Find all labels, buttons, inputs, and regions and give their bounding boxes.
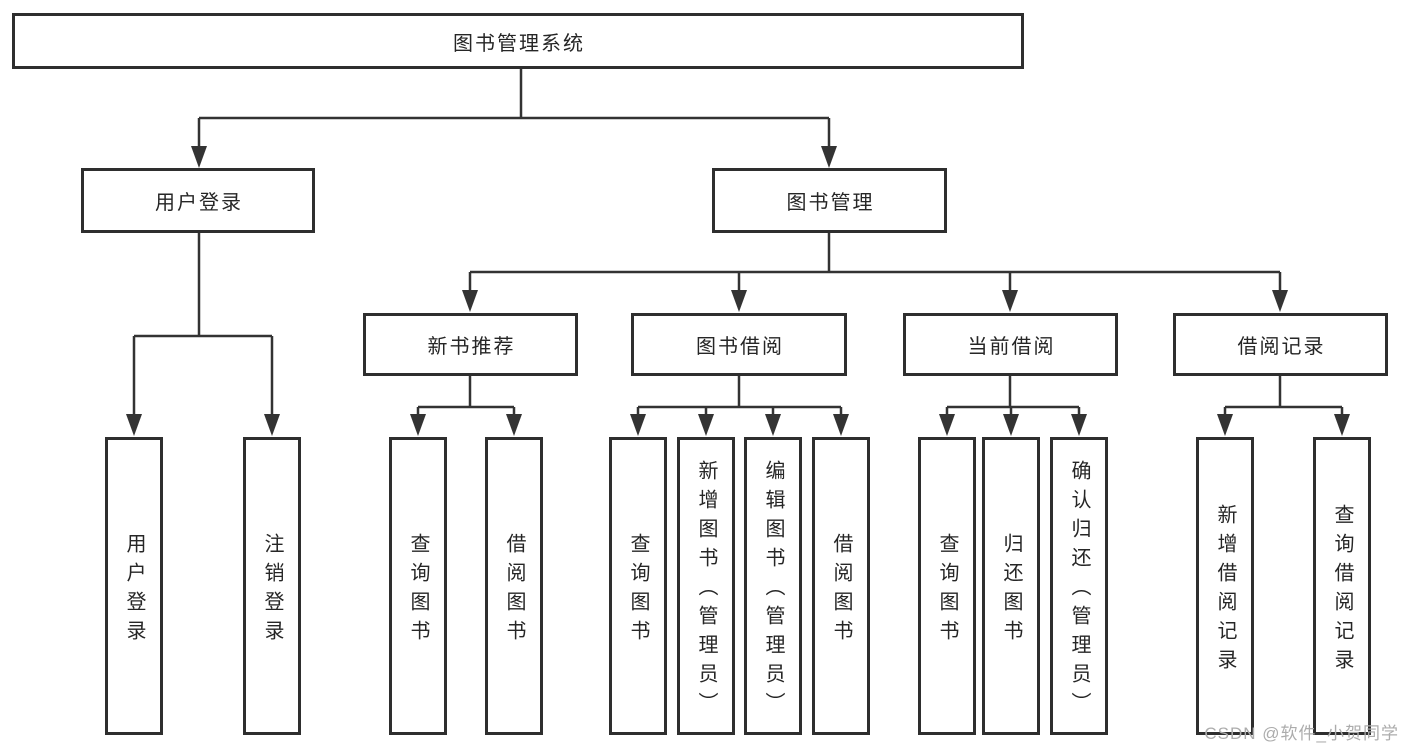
node-label: 图书管理系统 xyxy=(453,32,585,55)
leaf-edit-book-admin: 编辑图书（管理员） xyxy=(744,437,802,735)
arrowhead xyxy=(698,414,714,436)
arrowhead xyxy=(264,414,280,436)
node-library-management-system: 图书管理系统 xyxy=(12,13,1024,69)
node-label: 查询图书 xyxy=(936,532,958,649)
arrowhead xyxy=(1071,414,1087,436)
leaf-query-books-recommend: 查询图书 xyxy=(389,437,447,735)
node-new-book-recommend: 新书推荐 xyxy=(363,313,578,376)
arrowhead xyxy=(410,414,426,436)
node-label: 归还图书 xyxy=(1000,532,1022,649)
connector-new-book-children xyxy=(410,376,522,436)
node-label: 借阅记录 xyxy=(1237,336,1326,358)
arrowhead xyxy=(506,414,522,436)
node-label: 编辑图书（管理员） xyxy=(762,460,784,721)
leaf-query-books-borrow: 查询图书 xyxy=(609,437,667,735)
node-label: 新书推荐 xyxy=(427,336,516,358)
node-label: 图书管理 xyxy=(786,192,875,214)
node-book-borrow: 图书借阅 xyxy=(631,313,847,376)
arrowhead xyxy=(939,414,955,436)
leaf-logout: 注销登录 xyxy=(243,437,301,735)
node-user-login-branch: 用户登录 xyxy=(81,168,315,233)
node-book-management: 图书管理 xyxy=(712,168,947,233)
arrowhead xyxy=(1002,290,1018,312)
node-label: 新增图书（管理员） xyxy=(695,460,717,721)
leaf-add-borrow-record: 新增借阅记录 xyxy=(1196,437,1254,735)
arrowhead xyxy=(1003,414,1019,436)
node-label: 查询借阅记录 xyxy=(1331,503,1353,678)
arrowhead xyxy=(833,414,849,436)
connector-book-borrow-children xyxy=(630,376,849,436)
node-label: 新增借阅记录 xyxy=(1214,503,1236,678)
arrowhead xyxy=(821,146,837,168)
node-label: 图书借阅 xyxy=(696,336,784,358)
arrowhead xyxy=(191,146,207,168)
leaf-borrow-books: 借阅图书 xyxy=(812,437,870,735)
arrowhead xyxy=(1334,414,1350,436)
connector-borrow-records-children xyxy=(1217,376,1350,436)
arrowhead xyxy=(1217,414,1233,436)
csdn-watermark: CSDN @软件_小贺同学 xyxy=(1204,724,1399,743)
node-label: 用户登录 xyxy=(123,532,145,649)
arrowhead xyxy=(126,414,142,436)
leaf-confirm-return-admin: 确认归还（管理员） xyxy=(1050,437,1108,735)
leaf-user-login: 用户登录 xyxy=(105,437,163,735)
connector-user-login-children xyxy=(126,233,280,436)
leaf-add-book-admin: 新增图书（管理员） xyxy=(677,437,735,735)
leaf-query-borrow-record: 查询借阅记录 xyxy=(1313,437,1371,735)
arrowhead xyxy=(765,414,781,436)
leaf-borrow-books-recommend: 借阅图书 xyxy=(485,437,543,735)
node-label: 确认归还（管理员） xyxy=(1068,460,1090,721)
node-label: 查询图书 xyxy=(627,532,649,649)
node-label: 当前借阅 xyxy=(967,336,1056,358)
leaf-return-book: 归还图书 xyxy=(982,437,1040,735)
leaf-query-books-current: 查询图书 xyxy=(918,437,976,735)
arrowhead xyxy=(630,414,646,436)
node-current-borrow: 当前借阅 xyxy=(903,313,1118,376)
node-label: 借阅图书 xyxy=(830,532,852,649)
node-label: 借阅图书 xyxy=(503,532,525,649)
arrowhead xyxy=(731,290,747,312)
arrowhead xyxy=(1272,290,1288,312)
node-label: 用户登录 xyxy=(155,192,243,214)
connector-root-to-level2 xyxy=(191,67,837,168)
connector-current-borrow-children xyxy=(939,376,1087,436)
node-borrow-records: 借阅记录 xyxy=(1173,313,1388,376)
node-label: 查询图书 xyxy=(407,532,429,649)
connector-book-management-children xyxy=(462,233,1288,312)
arrowhead xyxy=(462,290,478,312)
node-label: 注销登录 xyxy=(261,532,283,649)
